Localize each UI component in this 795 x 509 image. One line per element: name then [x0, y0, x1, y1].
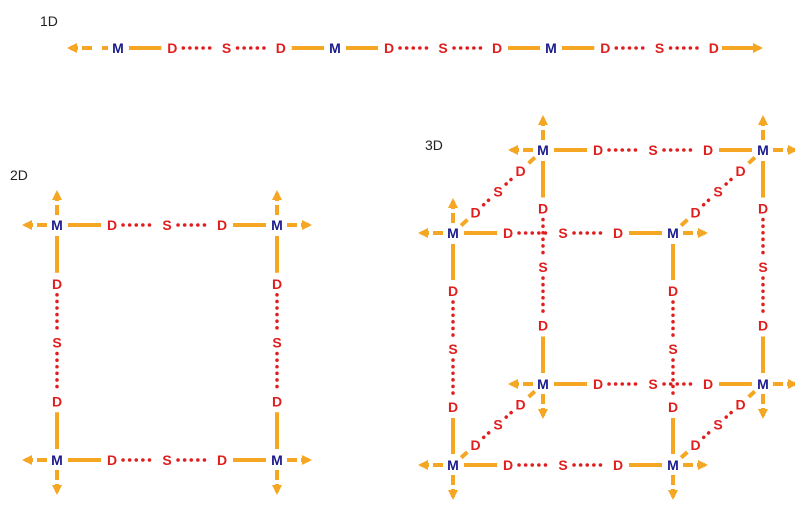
metal-node: M	[51, 217, 63, 233]
donor-node: D	[470, 204, 480, 220]
metal-node: M	[112, 40, 124, 56]
donor-node: D	[600, 40, 610, 56]
spacer-node: S	[438, 40, 447, 56]
donor-node: D	[709, 40, 719, 56]
metal-donor-link	[679, 218, 689, 228]
metal-node: M	[329, 40, 341, 56]
spacer-link	[701, 197, 712, 207]
metal-node: M	[667, 225, 679, 241]
donor-node: D	[593, 142, 603, 158]
donor-node: D	[668, 283, 678, 299]
metal-node: M	[545, 40, 557, 56]
donor-node: D	[668, 399, 678, 415]
spacer-node: S	[222, 40, 231, 56]
spacer-node: S	[758, 259, 767, 275]
metal-donor-link	[459, 450, 469, 460]
donor-node: D	[538, 201, 548, 217]
donor-node: D	[470, 437, 480, 453]
metal-node: M	[51, 452, 63, 468]
spacer-link	[724, 409, 735, 419]
spacer-link	[481, 430, 492, 440]
spacer-node: S	[668, 341, 677, 357]
donor-node: D	[735, 396, 745, 412]
spacer-node: S	[648, 376, 657, 392]
donor-node: D	[448, 399, 458, 415]
donor-node: D	[703, 376, 713, 392]
spacer-node: S	[272, 335, 281, 351]
donor-node: D	[217, 217, 227, 233]
metal-donor-link	[747, 155, 757, 165]
spacer-node: S	[493, 417, 502, 433]
metal-node: M	[537, 142, 549, 158]
donor-node: D	[503, 457, 513, 473]
donor-node: D	[690, 437, 700, 453]
donor-node: D	[538, 318, 548, 334]
donor-node: D	[613, 457, 623, 473]
donor-node: D	[613, 225, 623, 241]
donor-node: D	[107, 217, 117, 233]
spacer-node: S	[448, 341, 457, 357]
spacer-node: S	[162, 452, 171, 468]
metal-node: M	[271, 217, 283, 233]
donor-node: D	[515, 163, 525, 179]
spacer-node: S	[648, 142, 657, 158]
donor-node: D	[217, 452, 227, 468]
spacer-link	[481, 197, 492, 207]
donor-node: D	[52, 276, 62, 292]
spacer-node: S	[52, 335, 61, 351]
spacer-link	[504, 176, 515, 186]
donor-node: D	[492, 40, 502, 56]
metal-node: M	[757, 142, 769, 158]
metal-node: M	[537, 376, 549, 392]
label-1d: 1D	[40, 13, 58, 29]
metal-donor-link	[527, 155, 537, 165]
metal-node: M	[757, 376, 769, 392]
metal-donor-link	[459, 218, 469, 228]
donor-node: D	[758, 318, 768, 334]
donor-node: D	[384, 40, 394, 56]
donor-node: D	[503, 225, 513, 241]
donor-node: D	[735, 163, 745, 179]
metal-node: M	[447, 457, 459, 473]
donor-node: D	[758, 201, 768, 217]
donor-node: D	[515, 396, 525, 412]
metal-node: M	[271, 452, 283, 468]
spacer-node: S	[558, 457, 567, 473]
donor-node: D	[52, 393, 62, 409]
metal-donor-link	[747, 389, 757, 399]
spacer-node: S	[655, 40, 664, 56]
donor-node: D	[276, 40, 286, 56]
metal-node: M	[447, 225, 459, 241]
connection-lines	[22, 43, 795, 500]
spacer-link	[504, 409, 515, 419]
spacer-node: S	[493, 184, 502, 200]
donor-node: D	[703, 142, 713, 158]
label-2d: 2D	[10, 167, 28, 183]
spacer-node: S	[558, 225, 567, 241]
spacer-node: S	[162, 217, 171, 233]
spacer-link	[701, 430, 712, 440]
spacer-node: S	[713, 417, 722, 433]
donor-node: D	[690, 204, 700, 220]
spacer-node: S	[713, 184, 722, 200]
donor-node: D	[593, 376, 603, 392]
donor-node: D	[272, 276, 282, 292]
donor-node: D	[272, 393, 282, 409]
metal-donor-link	[527, 389, 537, 399]
spacer-link	[724, 176, 735, 186]
donor-node: D	[167, 40, 177, 56]
label-3d: 3D	[425, 137, 443, 153]
donor-node: D	[107, 452, 117, 468]
metal-node: M	[667, 457, 679, 473]
donor-node: D	[448, 283, 458, 299]
metal-donor-link	[679, 450, 689, 460]
spacer-node: S	[538, 259, 547, 275]
